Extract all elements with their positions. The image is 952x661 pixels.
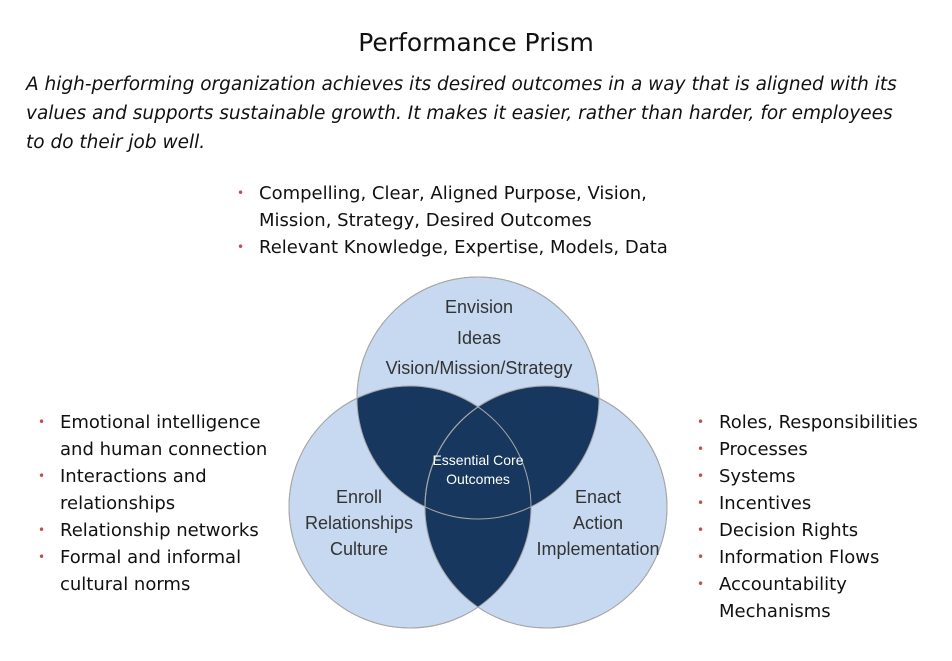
action-label: Action	[573, 513, 623, 533]
bullet-text: Compelling, Clear, Aligned Purpose, Visi…	[259, 183, 647, 204]
enroll-label: Enroll	[336, 487, 382, 507]
bullet-icon: •	[38, 469, 46, 483]
core-label-line2: Outcomes	[446, 471, 510, 487]
bullet-icon: •	[38, 523, 46, 537]
enroll-circle-outline	[288, 385, 532, 629]
bullet-text: Mechanisms	[719, 601, 831, 622]
bullet-text: Emotional intelligence	[60, 412, 261, 433]
right-bullet-list: • Roles, Responsibilities • Processes • Syste…	[693, 409, 918, 625]
subtitle: A high-performing organization achieves …	[26, 70, 936, 157]
bullet-icon: •	[697, 415, 705, 429]
bullet-text: Relationship networks	[60, 520, 259, 541]
bullet-item: • Incentives	[693, 490, 918, 517]
bullet-text: Decision Rights	[719, 520, 859, 541]
bullet-item: • Information Flows	[693, 544, 918, 571]
bullet-text: Processes	[719, 439, 808, 460]
bullet-item: • Roles, Responsibilities	[693, 409, 918, 436]
bullet-text: Roles, Responsibilities	[719, 412, 918, 433]
bullet-icon: •	[697, 550, 705, 564]
bullet-text: Information Flows	[719, 547, 880, 568]
bullet-icon: •	[697, 523, 705, 537]
bullet-item: • Decision Rights	[693, 517, 918, 544]
bullet-text: and human connection	[60, 439, 268, 460]
bullet-icon: •	[237, 186, 245, 200]
bullet-item: • Interactions and relationships	[34, 463, 267, 517]
bullet-text: Mission, Strategy, Desired Outcomes	[259, 210, 592, 231]
bullet-item: • Systems	[693, 463, 918, 490]
implementation-label: Implementation	[536, 539, 659, 559]
bullet-icon: •	[38, 415, 46, 429]
left-bullet-list: • Emotional intelligence and human connect…	[34, 409, 267, 598]
bullet-text: Incentives	[719, 493, 812, 514]
culture-label: Culture	[330, 539, 388, 559]
ideas-label: Ideas	[457, 328, 501, 348]
bullet-icon: •	[697, 496, 705, 510]
bullet-icon: •	[237, 240, 245, 254]
relationships-label: Relationships	[305, 513, 413, 533]
core-label-line1: Essential Core	[432, 452, 523, 468]
bullet-text: Relevant Knowledge, Expertise, Models, D…	[259, 237, 668, 258]
page-title: Performance Prism	[358, 28, 594, 57]
bullet-text: Systems	[719, 466, 796, 487]
subtitle-line: values and supports sustainable growth. …	[26, 103, 893, 124]
bullet-item: • Compelling, Clear, Aligned Purpose, Vis…	[233, 180, 668, 234]
subtitle-line: A high-performing organization achieves …	[26, 74, 897, 95]
bullet-item: • Relevant Knowledge, Expertise, Models, …	[233, 234, 668, 261]
bullet-icon: •	[38, 550, 46, 564]
enact-label: Enact	[575, 487, 621, 507]
bullet-icon: •	[697, 469, 705, 483]
bullet-text: relationships	[60, 493, 176, 514]
envision-label: Envision	[445, 297, 513, 317]
bullet-item: • Emotional intelligence and human connect…	[34, 409, 267, 463]
bullet-text: Interactions and	[60, 466, 207, 487]
enact-circle-outline	[424, 385, 668, 629]
subtitle-line: to do their job well.	[26, 132, 206, 153]
vision-mission-strategy-label: Vision/Mission/Strategy	[386, 358, 573, 378]
bullet-text: Accountability	[719, 574, 847, 595]
top-bullet-list: • Compelling, Clear, Aligned Purpose, Vis…	[233, 180, 668, 261]
bullet-text: cultural norms	[60, 574, 191, 595]
bullet-item: • Relationship networks	[34, 517, 267, 544]
bullet-item: • Processes	[693, 436, 918, 463]
bullet-item: • Formal and informal cultural norms	[34, 544, 267, 598]
bullet-text: Formal and informal	[60, 547, 242, 568]
bullet-icon: •	[697, 442, 705, 456]
bullet-icon: •	[697, 577, 705, 591]
